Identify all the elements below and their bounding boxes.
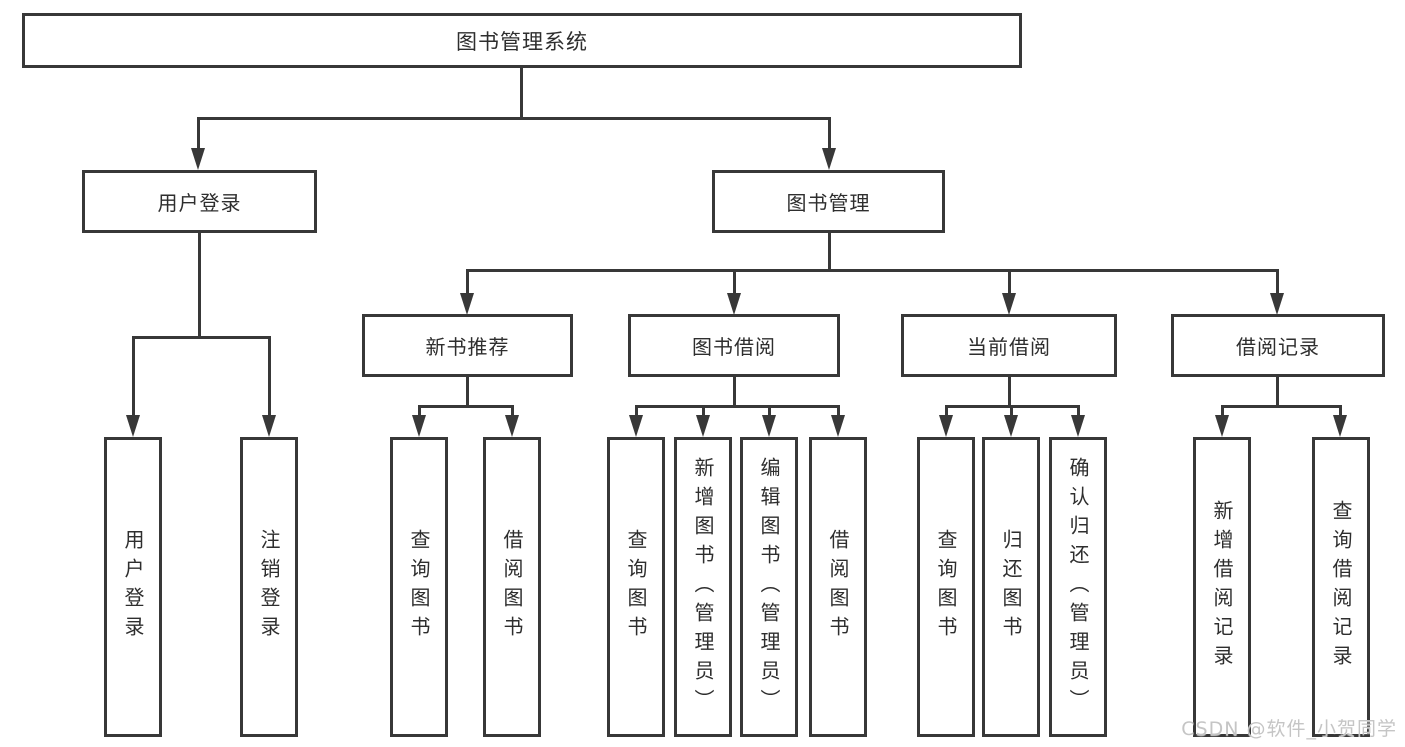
connector-line xyxy=(1276,377,1279,408)
node-new-book-recommend-label: 新书推荐 xyxy=(425,335,510,359)
arrow-down-icon xyxy=(727,293,741,315)
connector-line xyxy=(466,269,1279,272)
connector-line xyxy=(466,377,469,408)
arrow-down-icon xyxy=(831,415,845,437)
connector-line xyxy=(1276,269,1279,295)
node-root: 图书管理系统 xyxy=(22,13,1022,68)
arrow-down-icon xyxy=(1270,293,1284,315)
connector-line xyxy=(197,117,831,120)
leaf-query-borrow-record-label: 查询借阅记录 xyxy=(1329,500,1353,674)
connector-line xyxy=(635,405,840,408)
leaf-borrow-books-recommend-label: 借阅图书 xyxy=(500,529,524,645)
connector-line xyxy=(828,117,831,152)
leaf-confirm-return-admin-label: 确认归还（管理员） xyxy=(1066,456,1090,718)
node-book-management: 图书管理 xyxy=(712,170,945,233)
leaf-return-book: 归还图书 xyxy=(982,437,1040,737)
arrow-down-icon xyxy=(1215,415,1229,437)
arrow-down-icon xyxy=(505,415,519,437)
connector-line xyxy=(520,68,523,119)
connector-line xyxy=(1010,405,1013,419)
leaf-edit-book-admin: 编辑图书（管理员） xyxy=(740,437,798,737)
connector-line xyxy=(635,405,638,419)
connector-line xyxy=(132,336,135,418)
connector-line xyxy=(418,405,421,419)
node-current-borrow-label: 当前借阅 xyxy=(967,335,1051,359)
leaf-query-books-current: 查询图书 xyxy=(917,437,975,737)
connector-line xyxy=(268,336,271,418)
leaf-query-borrow-record: 查询借阅记录 xyxy=(1312,437,1370,737)
connector-line xyxy=(945,405,948,419)
node-borrow-records: 借阅记录 xyxy=(1171,314,1385,377)
leaf-logout: 注销登录 xyxy=(240,437,298,737)
connector-line xyxy=(828,233,831,271)
arrow-down-icon xyxy=(126,415,140,437)
leaf-query-books-borrow-label: 查询图书 xyxy=(624,529,648,645)
connector-line xyxy=(197,117,200,152)
connector-line xyxy=(1221,405,1224,419)
watermark: CSDN @软件_小贺同学 xyxy=(1181,718,1397,740)
leaf-query-books-borrow: 查询图书 xyxy=(607,437,665,737)
node-current-borrow: 当前借阅 xyxy=(901,314,1117,377)
connector-line xyxy=(1339,405,1342,419)
arrow-down-icon xyxy=(822,148,836,170)
leaf-add-book-admin-label: 新增图书（管理员） xyxy=(691,456,715,718)
leaf-borrow-books: 借阅图书 xyxy=(809,437,867,737)
arrow-down-icon xyxy=(629,415,643,437)
node-new-book-recommend: 新书推荐 xyxy=(362,314,573,377)
arrow-down-icon xyxy=(1002,293,1016,315)
connector-line xyxy=(702,405,705,419)
connector-line xyxy=(198,233,201,338)
connector-line xyxy=(1008,377,1011,408)
arrow-down-icon xyxy=(1071,415,1085,437)
leaf-query-books-current-label: 查询图书 xyxy=(934,529,958,645)
arrow-down-icon xyxy=(460,293,474,315)
leaf-add-borrow-record-label: 新增借阅记录 xyxy=(1210,500,1234,674)
node-user-login: 用户登录 xyxy=(82,170,317,233)
connector-line xyxy=(837,405,840,419)
node-user-login-label: 用户登录 xyxy=(157,191,242,215)
leaf-query-books-recommend: 查询图书 xyxy=(390,437,448,737)
connector-line xyxy=(768,405,771,419)
leaf-add-book-admin: 新增图书（管理员） xyxy=(674,437,732,737)
connector-line xyxy=(418,405,514,408)
leaf-logout-label: 注销登录 xyxy=(257,529,281,645)
arrow-down-icon xyxy=(1004,415,1018,437)
connector-line xyxy=(511,405,514,419)
connector-line xyxy=(1221,405,1342,408)
leaf-user-login: 用户登录 xyxy=(104,437,162,737)
connector-line xyxy=(733,377,736,408)
leaf-add-borrow-record: 新增借阅记录 xyxy=(1193,437,1251,737)
connector-line xyxy=(466,269,469,295)
arrow-down-icon xyxy=(696,415,710,437)
connector-line xyxy=(1008,269,1011,295)
node-root-label: 图书管理系统 xyxy=(456,29,588,54)
arrow-down-icon xyxy=(1333,415,1347,437)
arrow-down-icon xyxy=(412,415,426,437)
arrow-down-icon xyxy=(762,415,776,437)
leaf-user-login-label: 用户登录 xyxy=(121,529,145,645)
node-borrow-records-label: 借阅记录 xyxy=(1236,335,1320,359)
arrow-down-icon xyxy=(262,415,276,437)
leaf-borrow-books-label: 借阅图书 xyxy=(826,529,850,645)
node-book-borrow-label: 图书借阅 xyxy=(692,335,776,359)
leaf-return-book-label: 归还图书 xyxy=(999,529,1023,645)
leaf-edit-book-admin-label: 编辑图书（管理员） xyxy=(757,456,781,718)
node-book-borrow: 图书借阅 xyxy=(628,314,840,377)
arrow-down-icon xyxy=(191,148,205,170)
arrow-down-icon xyxy=(939,415,953,437)
connector-line xyxy=(132,336,271,339)
leaf-query-books-recommend-label: 查询图书 xyxy=(407,529,431,645)
connector-line xyxy=(1077,405,1080,419)
leaf-confirm-return-admin: 确认归还（管理员） xyxy=(1049,437,1107,737)
leaf-borrow-books-recommend: 借阅图书 xyxy=(483,437,541,737)
connector-line xyxy=(733,269,736,295)
node-book-management-label: 图书管理 xyxy=(786,191,871,215)
